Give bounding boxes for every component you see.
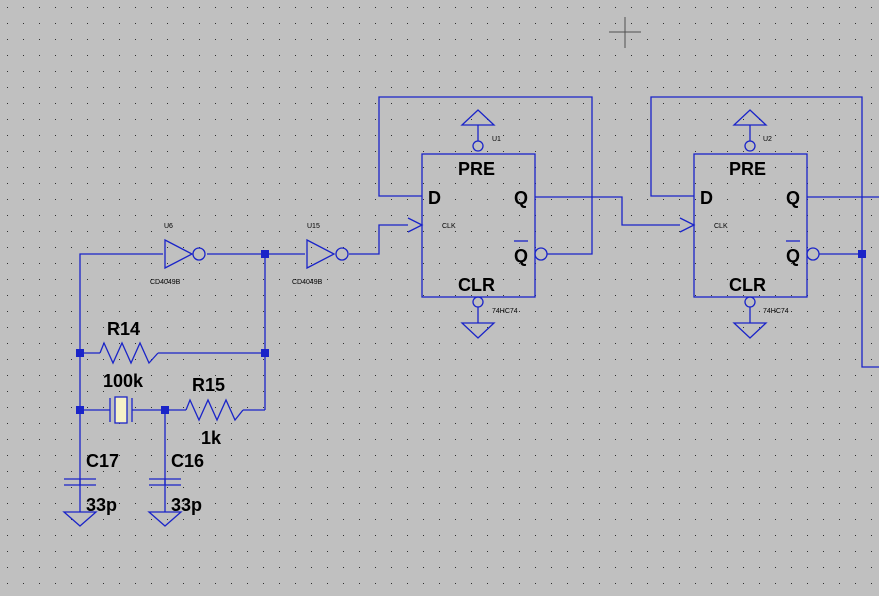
u1-pre-label: PRE — [458, 159, 495, 179]
u6-ref-label: U6 — [164, 223, 173, 230]
c17-value-label: 33p — [86, 495, 117, 515]
r15-value-label: 1k — [201, 428, 222, 448]
r14-ref-label: R14 — [107, 319, 140, 339]
u2-feedback-wires — [650, 96, 879, 368]
ground-icon — [732, 322, 768, 339]
vcc-icon — [732, 109, 768, 126]
inverter-u6[interactable]: U6 CD4049B — [150, 223, 206, 286]
u2-clk-label: CLK — [714, 223, 728, 230]
u1-clk-label: CLK — [442, 223, 456, 230]
u1-part-label: 74HC74 — [492, 308, 518, 315]
u2-ref-label: U2 — [763, 136, 772, 143]
r14-value-label: 100k — [103, 371, 144, 391]
u2-part-label: 74HC74 — [763, 308, 789, 315]
c16-ref-label: C16 — [171, 451, 204, 471]
u2-qbar-label: Q — [786, 246, 800, 266]
u6-part-label: CD4049B — [150, 279, 181, 286]
u1-clr-label: CLR — [458, 275, 495, 295]
c17-ref-label: C17 — [86, 451, 119, 471]
u15-ref-label: U15 — [307, 223, 320, 230]
junctions — [76, 250, 866, 414]
u2-clr-label: CLR — [729, 275, 766, 295]
capacitor-c16[interactable]: C16 33p — [149, 451, 204, 515]
inverter-u15[interactable]: U15 CD4049B — [292, 223, 349, 286]
u1-q-label: Q — [514, 188, 528, 208]
u15-part-label: CD4049B — [292, 279, 323, 286]
crystal[interactable] — [109, 396, 133, 424]
u1-qbar-label: Q — [514, 246, 528, 266]
crosshair-cursor-icon — [609, 17, 641, 48]
u2-q-label: Q — [786, 188, 800, 208]
resistor-r14[interactable]: R14 100k — [99, 319, 159, 391]
resistor-r15[interactable]: R15 1k — [185, 375, 244, 448]
vcc-icon — [460, 109, 496, 126]
u1-ref-label: U1 — [492, 136, 501, 143]
r15-ref-label: R15 — [192, 375, 225, 395]
c16-value-label: 33p — [171, 495, 202, 515]
u1-feedback-wires — [378, 96, 680, 255]
u2-d-label: D — [700, 188, 713, 208]
capacitor-c17[interactable]: C17 33p — [64, 451, 119, 515]
ground-icon — [460, 322, 496, 339]
u1-d-label: D — [428, 188, 441, 208]
u2-pre-label: PRE — [729, 159, 766, 179]
flipflop-u1[interactable]: PRE D Q Q CLK CLR U1 74HC74 — [407, 125, 548, 323]
flipflop-u2[interactable]: PRE D Q Q CLK CLR U2 74HC74 — [679, 125, 820, 323]
